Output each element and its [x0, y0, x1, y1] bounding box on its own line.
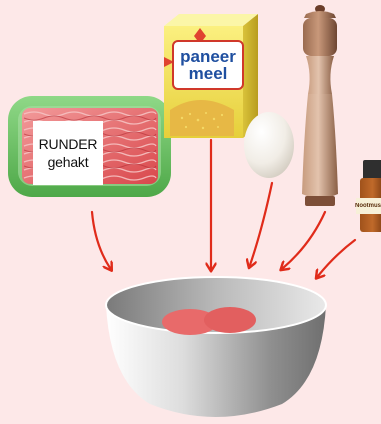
arrow-from-egg [250, 183, 272, 265]
arrow-from-meat [92, 212, 110, 268]
breadcrumbs-label-line1: paneer [180, 48, 236, 65]
breadcrumbs-label: paneer meel [172, 40, 244, 90]
nutmeg-label: Nootmuskaat [355, 203, 381, 213]
nutmeg-jar [356, 160, 381, 232]
minced-meat-label-line1: RUNDER [39, 135, 98, 153]
egg [244, 112, 294, 178]
arrow-from-nutmeg [318, 240, 355, 276]
pepper-mill [302, 5, 338, 206]
minced-meat-label-line2: gehakt [48, 153, 89, 171]
arrow-from-pepper [283, 212, 325, 268]
breadcrumbs-label-line2: meel [189, 65, 228, 82]
meatball [204, 307, 256, 333]
mixing-bowl [106, 277, 326, 417]
minced-meat-label: RUNDER gehakt [33, 121, 103, 185]
